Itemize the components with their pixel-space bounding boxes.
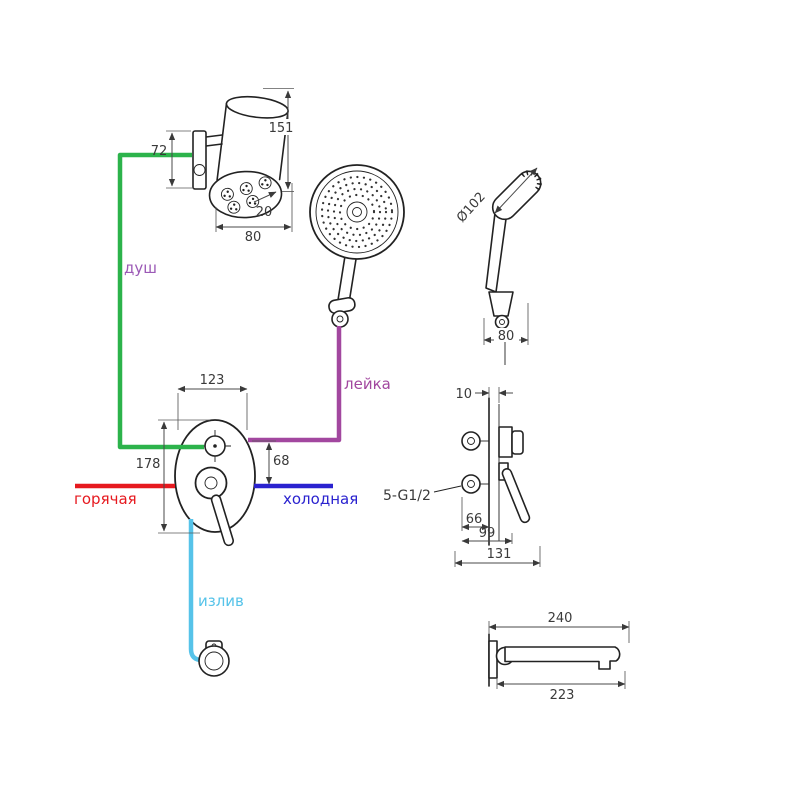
hand-shower-hub-center — [352, 207, 362, 217]
mixer-lever-side — [501, 468, 531, 524]
dimension-plate-width: 123 — [177, 373, 248, 430]
dim-holder-width-value: 80 — [498, 329, 515, 344]
dim-mount-height-value: 72 — [151, 144, 168, 159]
spout-supply-line — [188, 519, 203, 663]
hand-shower-supply-line — [248, 326, 342, 443]
dimension-depth-outer: 99 — [461, 526, 513, 545]
dimension-head-mount-height: 72 — [151, 130, 194, 189]
dim-spout-total-value: 240 — [548, 611, 573, 626]
spout-front-ring-inner — [204, 651, 224, 671]
spout-escutcheon — [488, 640, 498, 679]
diverter-knob-center — [213, 444, 217, 448]
overhead-shower-drawing — [192, 95, 289, 219]
cold-line-label: холодная — [283, 490, 358, 508]
dimension-head-face-angle: 20 — [253, 191, 277, 220]
dimension-depth-inner: 66 — [461, 497, 490, 531]
spout-tube — [504, 646, 621, 670]
dim-plate-depth-value: 10 — [455, 387, 472, 402]
spray-nozzle-cluster — [227, 200, 241, 214]
hand-shower-face-inner-rim — [315, 170, 399, 254]
thread-size-callout: 5-G1/2 — [383, 485, 462, 504]
dimension-outlet-spacing: 68 — [252, 440, 290, 485]
label-backing — [494, 328, 519, 342]
hot-line-label: горячая — [74, 490, 137, 508]
holder-knob — [331, 310, 349, 328]
dim-face-angle-value: 20 — [256, 205, 273, 220]
hand-shower-side-handle — [485, 212, 507, 293]
dimension-spout-total-length: 240 — [488, 611, 630, 643]
dim-depth-outer-value: 99 — [479, 526, 496, 541]
dim-body-width-value: 131 — [487, 547, 512, 562]
dimension-head-height: 151 — [263, 88, 295, 192]
spout-front-drawing — [198, 640, 230, 677]
dim-hand-diameter-value: Ø102 — [454, 190, 489, 226]
dimension-body-width: 131 — [454, 546, 541, 567]
dim-spout-reach-value: 223 — [550, 688, 575, 703]
dim-plate-height-value: 178 — [136, 457, 161, 472]
mixer-front-drawing — [174, 419, 256, 547]
dimension-holder-width: 80 — [483, 303, 529, 345]
spout-line-label: излив — [198, 592, 244, 610]
thread-size-value: 5-G1/2 — [383, 488, 431, 504]
nozzle-ring — [332, 187, 382, 237]
dim-outlet-spacing-value: 68 — [273, 454, 290, 469]
spray-nozzle-cluster — [258, 176, 272, 190]
side-holder-knob-center — [499, 319, 505, 325]
shower-line-label: душ — [124, 259, 157, 277]
shower-head-side-left — [216, 102, 228, 181]
mixer-lever-handle — [210, 494, 234, 547]
inlet-port-lower-center — [467, 480, 475, 488]
hand-shower-front-drawing — [309, 164, 405, 328]
inlet-port-upper — [461, 431, 481, 451]
shower-head-body — [208, 95, 289, 219]
mixer-valve — [194, 466, 228, 500]
spray-nozzle-cluster — [246, 195, 260, 208]
dim-depth-inner-value: 66 — [466, 512, 483, 527]
spout-side-drawing — [488, 633, 621, 687]
shower-head-wall-bracket — [192, 130, 223, 190]
mixer-side-drawing — [461, 397, 531, 546]
dim-plate-width-value: 123 — [200, 373, 225, 388]
diverter-body-side — [498, 426, 513, 458]
dim-face-width-value: 80 — [245, 230, 262, 245]
dimension-spout-reach: 223 — [496, 671, 626, 703]
hand-shower-line-label: лейка — [344, 375, 391, 393]
dimension-plate-height: 178 — [136, 419, 210, 534]
holder-knob-center — [336, 315, 344, 323]
nozzle-ring — [320, 175, 394, 249]
hand-shower-handle — [337, 252, 358, 304]
hand-shower-hub — [346, 201, 368, 223]
shower-supply-line — [117, 152, 204, 450]
label-backing — [267, 119, 295, 135]
hand-shower-side-holder-cup — [488, 291, 514, 317]
dim-head-height-value: 151 — [269, 121, 294, 136]
side-holder-knob — [494, 314, 510, 330]
nozzle-ring — [338, 193, 376, 231]
nozzle-ring — [326, 181, 388, 243]
spray-nozzle-cluster — [239, 182, 253, 196]
shower-head-top — [225, 95, 289, 119]
inlet-port-upper-center — [467, 437, 475, 445]
mixer-valve-center — [204, 476, 218, 490]
spray-nozzle-cluster — [220, 187, 234, 201]
dimension-plate-depth: 10 — [455, 387, 513, 403]
spout-front-ring — [198, 645, 230, 677]
hand-shower-side-head — [491, 170, 542, 221]
dimension-head-face-width: 80 — [215, 183, 293, 245]
diverter-knob-side — [511, 430, 524, 455]
inlet-port-lower — [461, 474, 481, 494]
